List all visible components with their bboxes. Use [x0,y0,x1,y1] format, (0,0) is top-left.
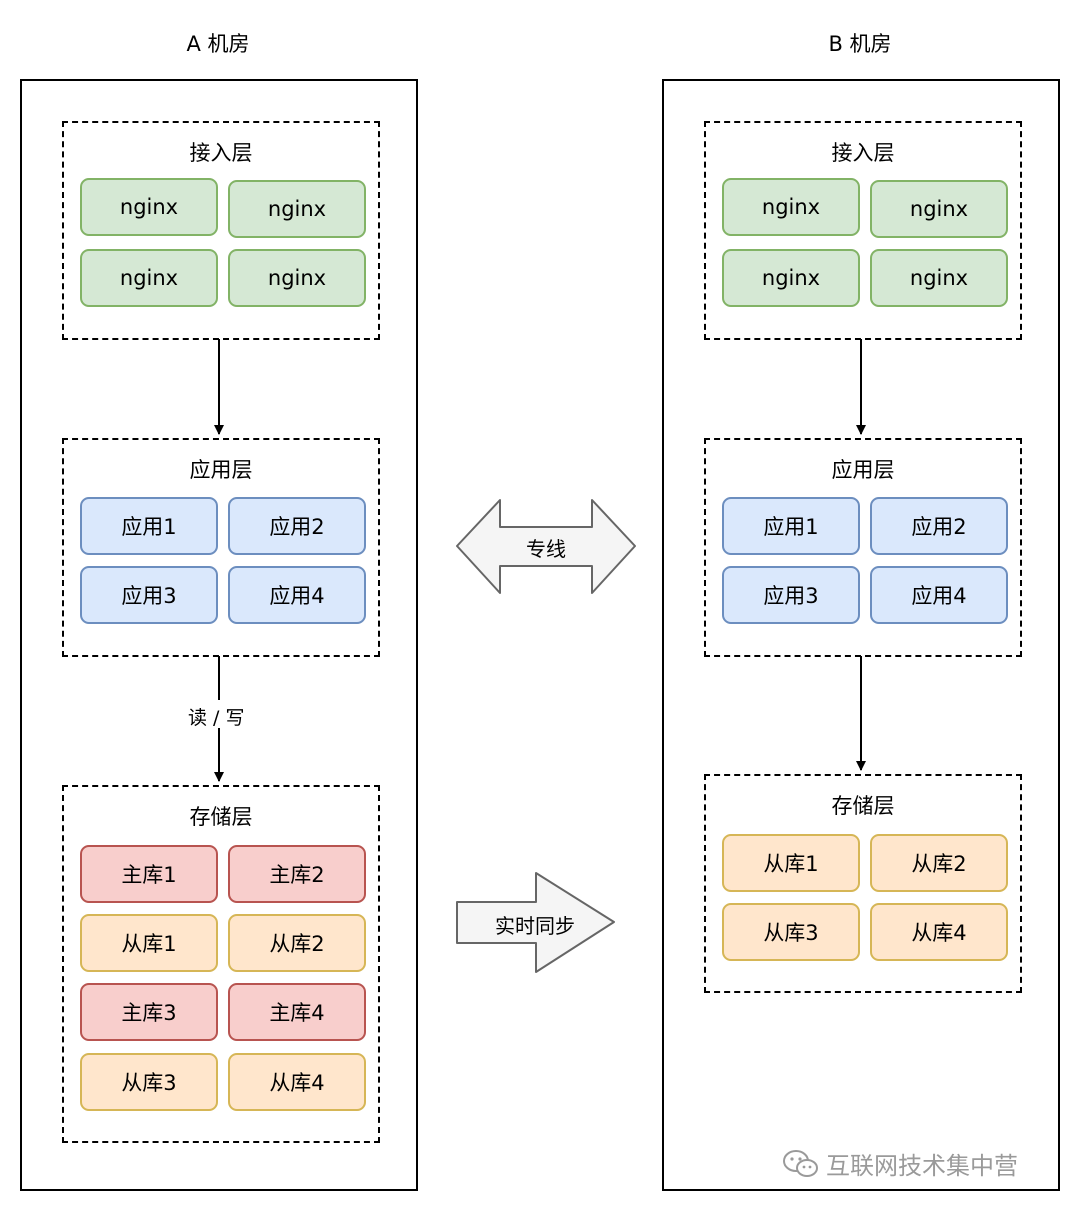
app-node: 应用1 [722,497,860,555]
access-layer-a-label: 接入层 [189,141,253,165]
slave-db-node: 从库1 [722,834,860,892]
master-db-node: 主库1 [80,845,218,903]
room-b-title: B 机房 [828,32,892,56]
app-node: 应用1 [80,497,218,555]
nginx-node: nginx [228,249,366,307]
slave-db-node: 从库2 [870,834,1008,892]
read-write-label: 读 / 写 [184,703,249,730]
nginx-node: nginx [870,180,1008,238]
realtime-sync-arrow [456,872,615,973]
room-b: 接入层 nginx nginx nginx nginx 应用层 应用1 应用2 … [662,79,1060,1191]
storage-layer-b: 存储层 从库1 从库2 从库3 从库4 [704,774,1022,993]
storage-layer-a: 存储层 主库1 主库2 从库1 从库2 主库3 主库4 从库3 从库4 [62,785,380,1143]
slave-db-node: 从库2 [228,914,366,972]
storage-layer-b-label: 存储层 [831,794,895,818]
nginx-node: nginx [80,249,218,307]
app-node: 应用3 [722,566,860,624]
slave-db-node: 从库4 [228,1053,366,1111]
room-a: 接入层 nginx nginx nginx nginx 应用层 应用1 应用2 … [20,79,418,1191]
room-a-title: A 机房 [186,32,250,56]
app-layer-b: 应用层 应用1 应用2 应用3 应用4 [704,438,1022,657]
master-db-node: 主库4 [228,983,366,1041]
slave-db-node: 从库4 [870,903,1008,961]
app-node: 应用3 [80,566,218,624]
app-layer-b-label: 应用层 [831,458,895,482]
app-node: 应用2 [870,497,1008,555]
realtime-sync-label: 实时同步 [495,914,575,938]
access-layer-b-label: 接入层 [831,141,895,165]
access-layer-b: 接入层 nginx nginx nginx nginx [704,121,1022,340]
slave-db-node: 从库3 [80,1053,218,1111]
watermark-text: 互联网技术集中营 [826,1152,1018,1180]
app-node: 应用2 [228,497,366,555]
dedicated-line-label: 专线 [526,537,566,561]
nginx-node: nginx [228,180,366,238]
app-node: 应用4 [870,566,1008,624]
nginx-node: nginx [722,178,860,236]
app-layer-a-label: 应用层 [189,458,253,482]
slave-db-node: 从库3 [722,903,860,961]
nginx-node: nginx [870,249,1008,307]
dedicated-line-arrow [456,499,636,594]
access-layer-a: 接入层 nginx nginx nginx nginx [62,121,380,340]
master-db-node: 主库2 [228,845,366,903]
watermark: 互联网技术集中营 [782,1146,1018,1181]
storage-layer-a-label: 存储层 [189,805,253,829]
nginx-node: nginx [80,178,218,236]
app-node: 应用4 [228,566,366,624]
master-db-node: 主库3 [80,983,218,1041]
app-layer-a: 应用层 应用1 应用2 应用3 应用4 [62,438,380,657]
nginx-node: nginx [722,249,860,307]
slave-db-node: 从库1 [80,914,218,972]
wechat-icon [783,1149,818,1177]
